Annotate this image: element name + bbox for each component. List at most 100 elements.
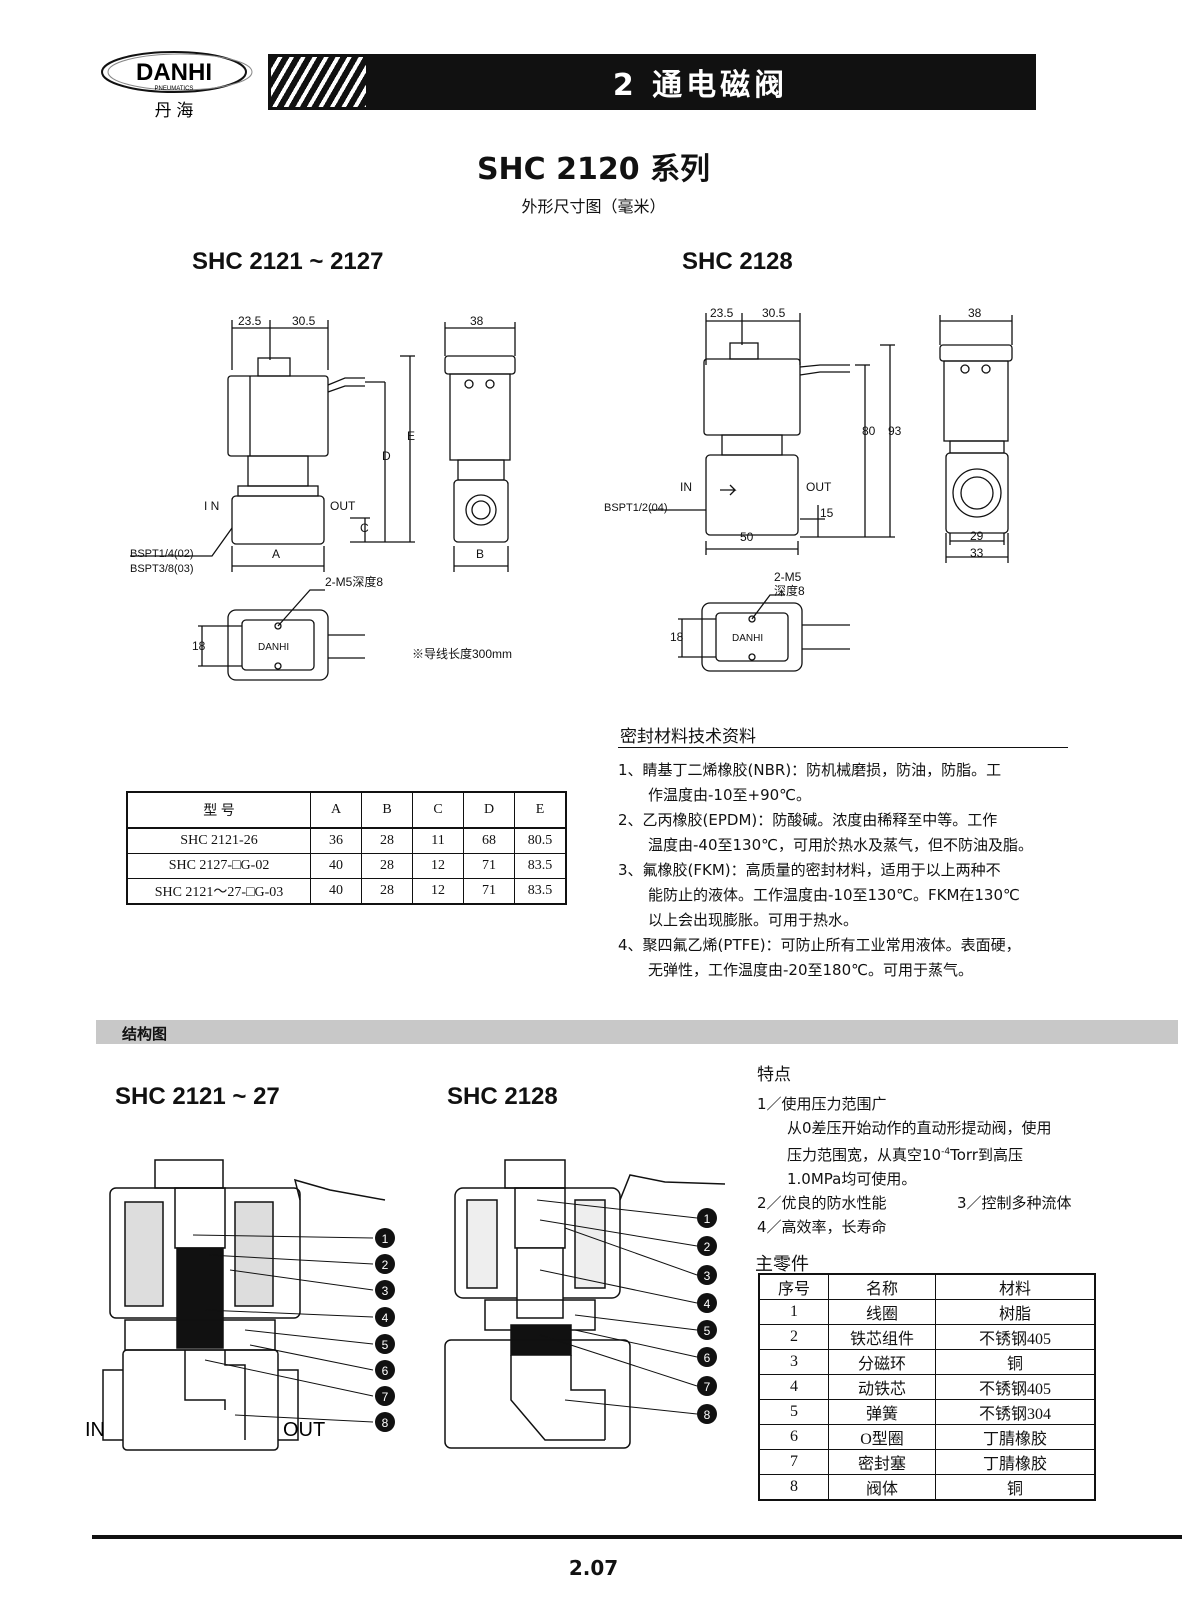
table-cell: 动铁芯 [828, 1374, 936, 1400]
wire-length-note: ※导线长度300mm [412, 646, 512, 661]
feature-sup: -4 [941, 1147, 951, 1157]
mount-spec-right-2: 深度8 [774, 583, 805, 598]
feature-text: 3／控制多种流体 [957, 1194, 1072, 1212]
feature-line: 压力范围宽，从真空10-4Torr到高压 [757, 1140, 1097, 1167]
table-cell: 6 [758, 1424, 829, 1450]
port-spec-right: BSPT1/2(04) [604, 502, 668, 514]
table-cell: 12 [412, 853, 464, 879]
table-cell: 40 [310, 853, 362, 879]
label-B: B [476, 547, 484, 561]
dim-50: 50 [740, 530, 754, 544]
page-title: SHC 2120 系列 [476, 152, 711, 187]
mount-spec: 2-M5深度8 [325, 574, 383, 589]
table-cell: 1 [758, 1299, 829, 1325]
dim-18: 18 [192, 639, 206, 653]
table-cell: 4 [758, 1374, 829, 1400]
table-cell: 28 [361, 878, 413, 905]
port-spec-2: BSPT3/8(03) [130, 563, 194, 575]
callout-6: 6 [704, 1351, 711, 1365]
table-cell: 12 [412, 878, 464, 905]
feature-line: 从0差压开始动作的直动形提动阀，使用 [787, 1119, 1052, 1137]
feature-line: 4／高效率，长寿命 [757, 1218, 887, 1236]
table-cell: 71 [463, 853, 515, 879]
seal-item: 1、睛基丁二烯橡胶(NBR)：防机械磨损，防油，防脂。工 [618, 761, 1002, 779]
table-cell: 铜 [935, 1474, 1096, 1501]
table-cell: 阀体 [828, 1474, 936, 1501]
feature-text: 压力范围宽，从真空10 [787, 1146, 942, 1164]
seal-item-cont: 作温度由-10至+90℃。 [648, 786, 812, 804]
banner-stripes [271, 57, 366, 107]
structure-heading-right: SHC 2128 [447, 1083, 558, 1110]
callout-group-right: 1 2 3 4 5 6 7 8 [697, 1208, 717, 1424]
table-cell: 11 [412, 827, 464, 854]
parts-header-row: 序号 名称 材料 [758, 1273, 1096, 1300]
label-in-right: IN [680, 480, 692, 494]
table-cell: 80.5 [514, 827, 567, 854]
structure-drawing-right: 1 2 3 4 5 6 7 8 [444, 1159, 726, 1449]
callout-4: 4 [382, 1311, 389, 1325]
seal-section-title: 密封材料技术资料 [620, 727, 756, 747]
table-cell: 不锈钢405 [935, 1374, 1096, 1400]
label-E: E [407, 429, 415, 443]
table-cell: 28 [361, 853, 413, 879]
table-cell: 分磁环 [828, 1349, 936, 1375]
parts-header: 序号 [758, 1273, 829, 1300]
table-cell: 3 [758, 1349, 829, 1375]
features-title: 特点 [757, 1065, 791, 1085]
dim-80: 80 [862, 424, 876, 438]
table-cell: 铜 [935, 1349, 1096, 1375]
callout-7: 7 [704, 1380, 711, 1394]
logo-sub: PNEUMATICS [155, 86, 194, 92]
table-cell: SHC 2121～27-□G-03 [126, 878, 311, 905]
callout-3: 3 [704, 1269, 711, 1283]
callout-6: 6 [382, 1364, 389, 1378]
parts-header: 材料 [935, 1273, 1096, 1300]
structure-label-out: OUT [283, 1419, 325, 1441]
table-cell: 不锈钢405 [935, 1324, 1096, 1350]
dim-23-5-right: 23.5 [710, 306, 734, 320]
table-cell: 铁芯组件 [828, 1324, 936, 1350]
seal-item-cont: 温度由-40至130℃，可用於热水及蒸气，但不防油及脂。 [648, 836, 1033, 854]
callout-5: 5 [704, 1324, 711, 1338]
table-header: B [361, 791, 413, 829]
table-cell: 树脂 [935, 1299, 1096, 1325]
footer-divider [92, 1535, 1182, 1539]
callout-2: 2 [382, 1258, 389, 1272]
callout-8: 8 [382, 1416, 389, 1430]
coil-logo: DANHI [258, 642, 289, 653]
table-cell: SHC 2121-26 [126, 827, 311, 854]
parts-header: 名称 [828, 1273, 936, 1300]
callout-3: 3 [382, 1284, 389, 1298]
structure-section-title: 结构图 [122, 1025, 168, 1043]
dimension-drawing-right: 23.5 30.5 38 80 93 IN OUT BSPT1/2(04) 15… [604, 306, 1013, 672]
dim-93: 93 [888, 424, 902, 438]
page-subtitle: 外形尺寸图（毫米） [521, 197, 666, 216]
table-cell: SHC 2127-□G-02 [126, 853, 311, 879]
table-cell: 8 [758, 1474, 829, 1501]
logo-graphic: DANHI PNEUMATICS 丹 海 [101, 51, 253, 120]
features-list: 1／使用压力范围广 从0差压开始动作的直动形提动阀，使用 压力范围宽，从真空10… [757, 1092, 1097, 1239]
callout-2: 2 [704, 1240, 711, 1254]
logo-text: DANHI [136, 59, 212, 86]
label-C: C [360, 521, 369, 535]
table-cell: 5 [758, 1399, 829, 1425]
callout-1: 1 [382, 1232, 389, 1246]
structure-drawing-left: 1 2 3 4 5 6 7 8 IN OUT [85, 1159, 395, 1451]
mount-spec-right-1: 2-M5 [774, 570, 802, 584]
table-cell: 2 [758, 1324, 829, 1350]
callout-group-left: 1 2 3 4 5 6 7 8 [375, 1228, 395, 1432]
table-cell: 83.5 [514, 878, 567, 905]
dim-18-right: 18 [670, 630, 684, 644]
table-header: 型 号 [126, 791, 311, 829]
table-cell: 密封塞 [828, 1449, 936, 1475]
port-spec-1: BSPT1/4(02) [130, 548, 194, 560]
table-header: D [463, 791, 515, 829]
dimension-drawing-left: 23.5 30.5 38 D E C A B I N OUT BSPT1/4(0… [130, 314, 516, 681]
